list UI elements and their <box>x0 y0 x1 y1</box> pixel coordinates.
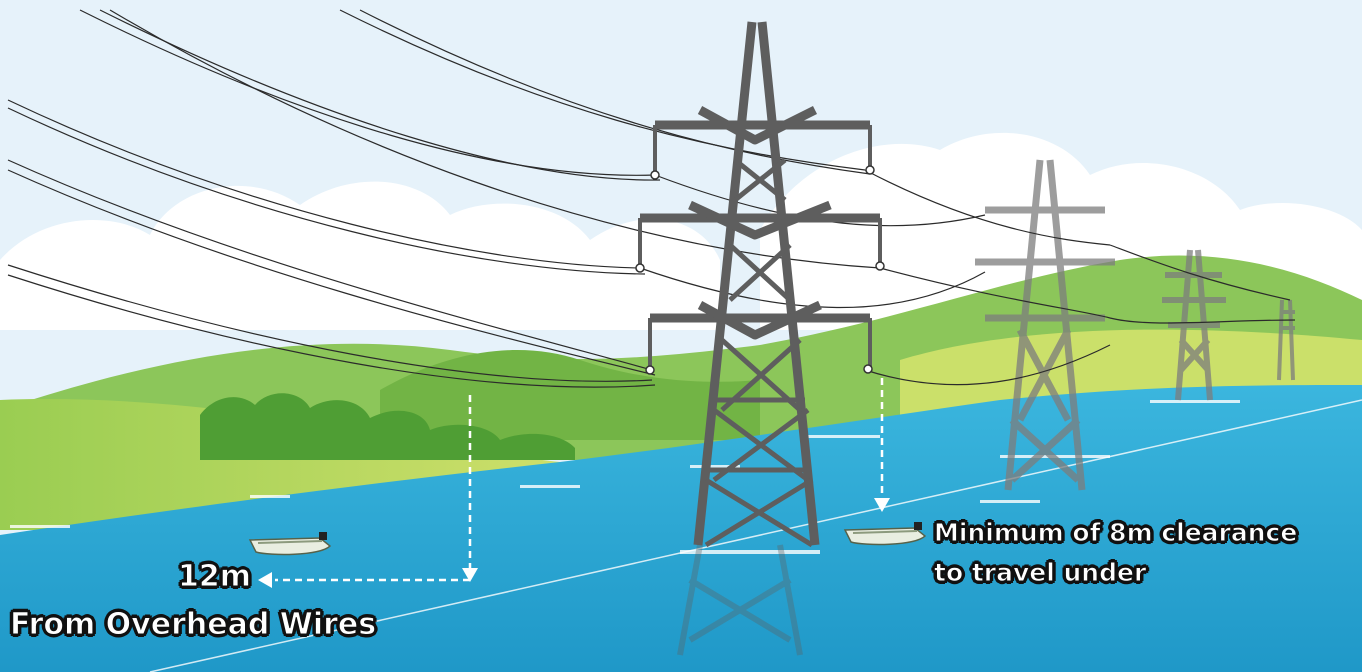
pylon-reflection <box>677 544 803 656</box>
clearance-label-line2: to travel under <box>933 558 1147 587</box>
boat-icon <box>843 522 927 546</box>
pylon-icon <box>635 21 885 548</box>
distance-label: 12m <box>177 559 252 594</box>
clearance-label-line1: Minimum of 8m clearance <box>933 518 1298 547</box>
overhead-wires <box>7 9 1296 388</box>
tree-line <box>200 393 575 460</box>
from-wires-label: From Overhead Wires <box>9 607 377 642</box>
boat-icon <box>248 532 332 556</box>
water-highlight <box>149 399 1362 672</box>
arrow-down-icon <box>468 378 884 568</box>
